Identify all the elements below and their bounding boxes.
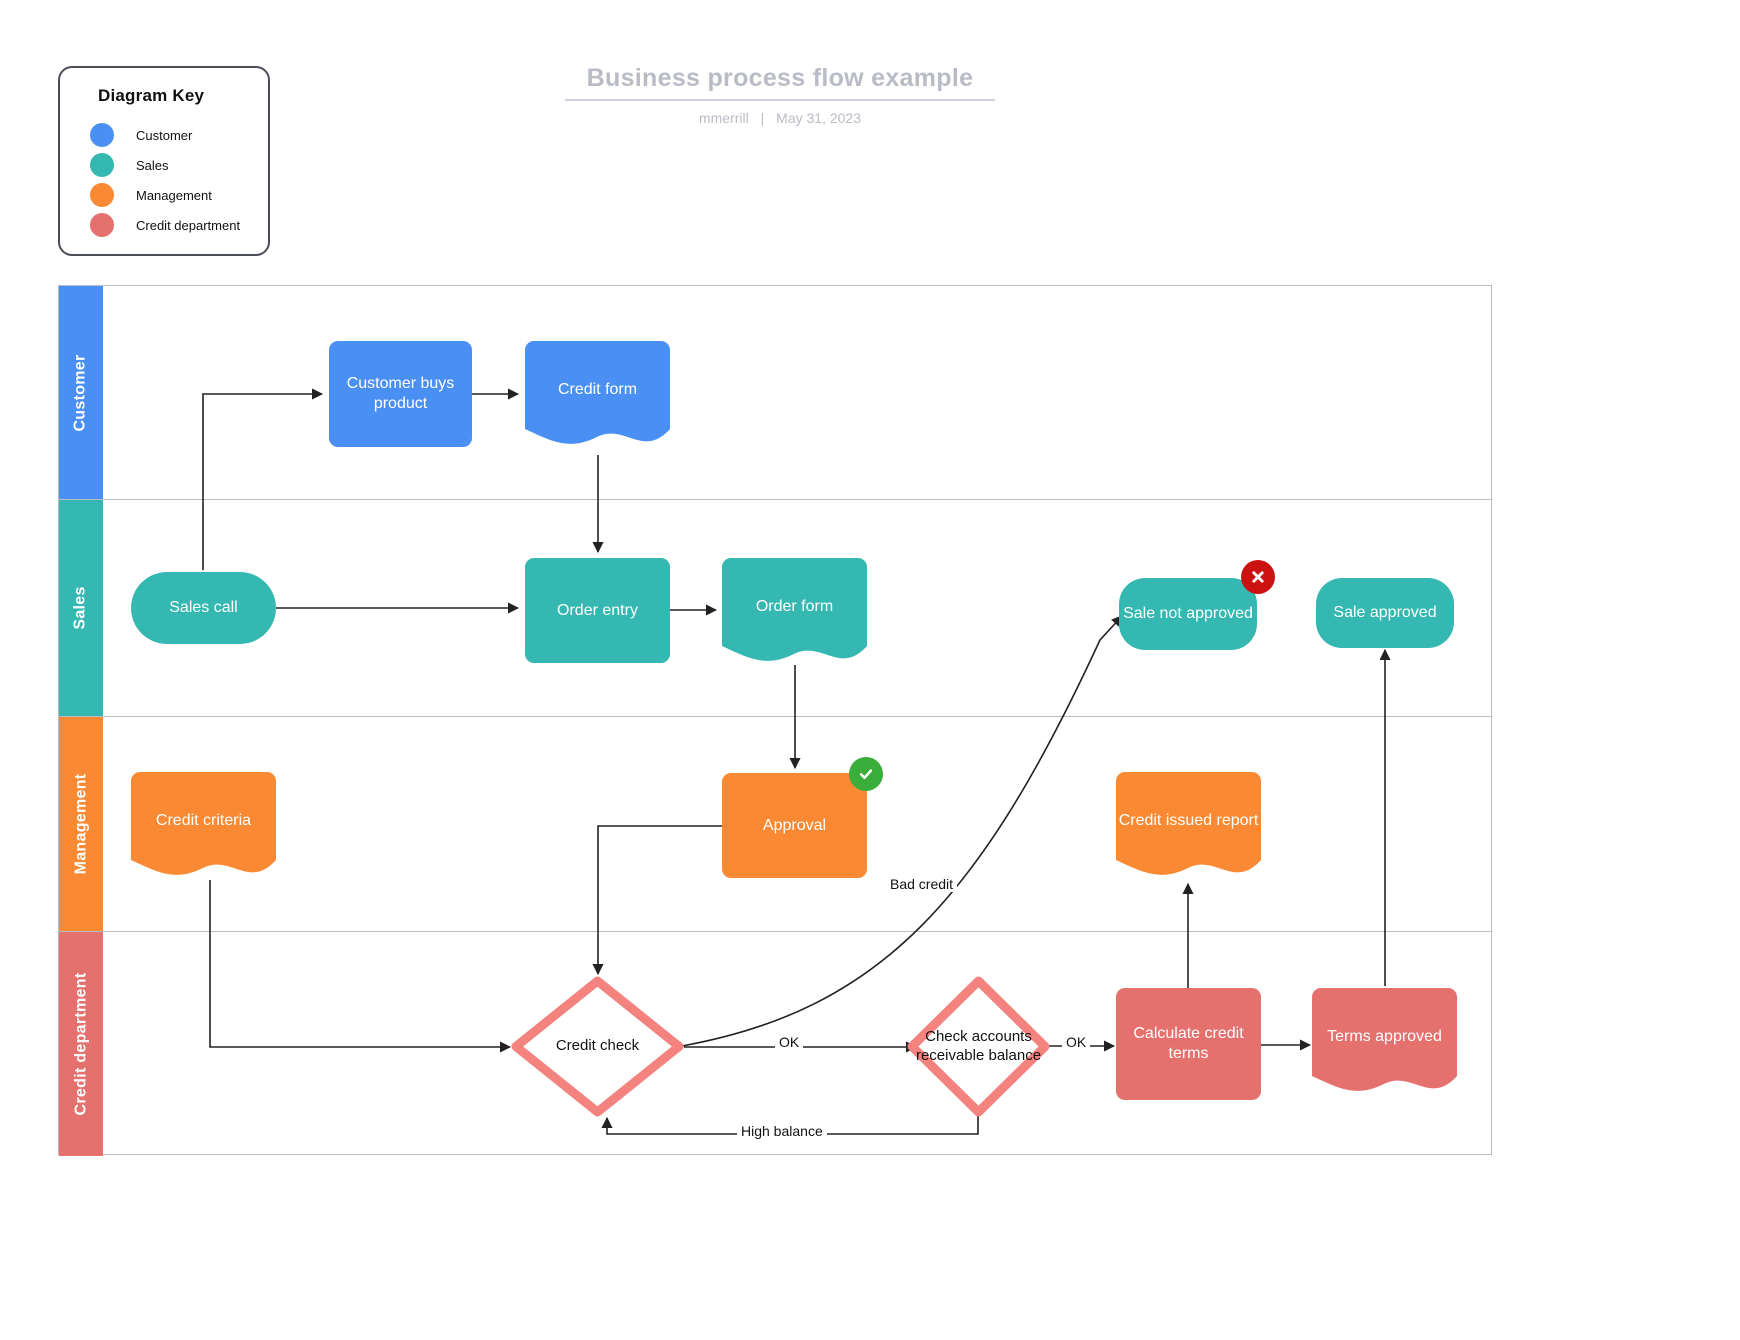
- check-glyph: [859, 769, 873, 780]
- byline-date: May 31, 2023: [776, 110, 862, 126]
- legend-swatch-sales: [90, 153, 114, 177]
- document-shape: [1116, 772, 1261, 875]
- node-label: Customer buys product: [346, 375, 455, 412]
- edge-label-high-balance: High balance: [737, 1123, 827, 1139]
- node-sales-call[interactable]: Sales call: [131, 572, 276, 644]
- lane-label-credit-department: Credit department: [72, 972, 89, 1116]
- node-customer-buys-product[interactable]: Customer buys product: [329, 341, 472, 447]
- document-shape: [1312, 988, 1457, 1091]
- diagram-title: Business process flow example: [565, 64, 995, 101]
- legend-label-customer: Customer: [136, 127, 193, 143]
- node-label: Order entry: [557, 601, 638, 619]
- byline-separator: |: [760, 110, 765, 126]
- check-circle-icon: [849, 757, 883, 791]
- x-glyph: [1252, 571, 1264, 583]
- document-shape: [525, 341, 670, 444]
- node-label: Terms approved: [1327, 1028, 1442, 1045]
- diagram-title-block: Business process flow example mmerrill |…: [565, 64, 995, 126]
- decision-shape: [511, 976, 684, 1117]
- node-sale-approved[interactable]: Sale approved: [1316, 578, 1454, 648]
- legend-item-credit-department: Credit department: [90, 210, 268, 240]
- lane-label-customer: Customer: [72, 353, 89, 432]
- node-label: Sale not approved: [1123, 605, 1253, 622]
- document-shape: [131, 772, 276, 875]
- node-label: Sale approved: [1333, 604, 1437, 621]
- node-credit-form[interactable]: Credit form: [525, 341, 670, 453]
- byline-author: mmerrill: [698, 110, 749, 126]
- node-label: Approval: [762, 816, 827, 834]
- lane-header-credit-department: Credit department: [59, 932, 103, 1156]
- node-label: Credit check: [555, 1037, 640, 1055]
- legend-swatch-credit-department: [90, 213, 114, 237]
- node-label: Credit form: [557, 381, 638, 398]
- legend-swatch-management: [90, 183, 114, 207]
- node-credit-check[interactable]: Credit check: [510, 975, 685, 1118]
- lane-header-sales: Sales: [59, 500, 103, 716]
- node-approval[interactable]: Approval: [722, 773, 867, 878]
- node-terms-approved[interactable]: Terms approved: [1312, 988, 1457, 1100]
- node-label: Credit criteria: [155, 812, 252, 829]
- node-order-entry[interactable]: Order entry: [525, 558, 670, 663]
- legend-swatch-customer: [90, 123, 114, 147]
- diagram-key-panel: Diagram Key Customer Sales Management Cr…: [58, 66, 270, 256]
- legend-label-management: Management: [136, 187, 212, 203]
- node-check-accounts-receivable-balance[interactable]: Check accounts receivable balance: [906, 975, 1051, 1118]
- edge-label-bad-credit: Bad credit: [886, 876, 958, 892]
- legend-item-customer: Customer: [90, 120, 268, 150]
- legend-item-sales: Sales: [90, 150, 268, 180]
- node-label: Calculate credit terms: [1133, 1025, 1244, 1062]
- edge-label-ok-second: OK: [1062, 1034, 1091, 1050]
- lane-header-customer: Customer: [59, 286, 103, 499]
- node-label: Credit issued report: [1118, 812, 1259, 829]
- diagram-key-title: Diagram Key: [98, 86, 205, 105]
- lane-label-management: Management: [72, 773, 90, 875]
- node-credit-criteria[interactable]: Credit criteria: [131, 772, 276, 884]
- lane-customer: Customer: [59, 286, 1491, 499]
- lane-label-sales: Sales: [72, 586, 89, 630]
- lane-sales: Sales: [59, 499, 1491, 716]
- lane-header-management: Management: [59, 717, 103, 931]
- node-order-form[interactable]: Order form: [722, 558, 867, 670]
- node-credit-issued-report[interactable]: Credit issued report: [1116, 772, 1261, 884]
- node-label: Order form: [755, 598, 834, 615]
- node-sale-not-approved[interactable]: Sale not approved: [1119, 578, 1257, 650]
- legend-label-credit-department: Credit department: [136, 217, 241, 233]
- x-circle-icon: [1241, 560, 1275, 594]
- swimlane-frame: Customer Sales Management Credit departm…: [58, 285, 1492, 1156]
- node-label: Sales call: [169, 599, 238, 616]
- diagram-byline: mmerrill | May 31, 2023: [565, 110, 995, 126]
- node-calculate-credit-terms[interactable]: Calculate credit terms: [1116, 988, 1261, 1100]
- legend-item-management: Management: [90, 180, 268, 210]
- legend-label-sales: Sales: [136, 157, 169, 173]
- edge-label-ok-first: OK: [775, 1034, 804, 1050]
- node-label: Check accounts receivable balance: [915, 1027, 1042, 1064]
